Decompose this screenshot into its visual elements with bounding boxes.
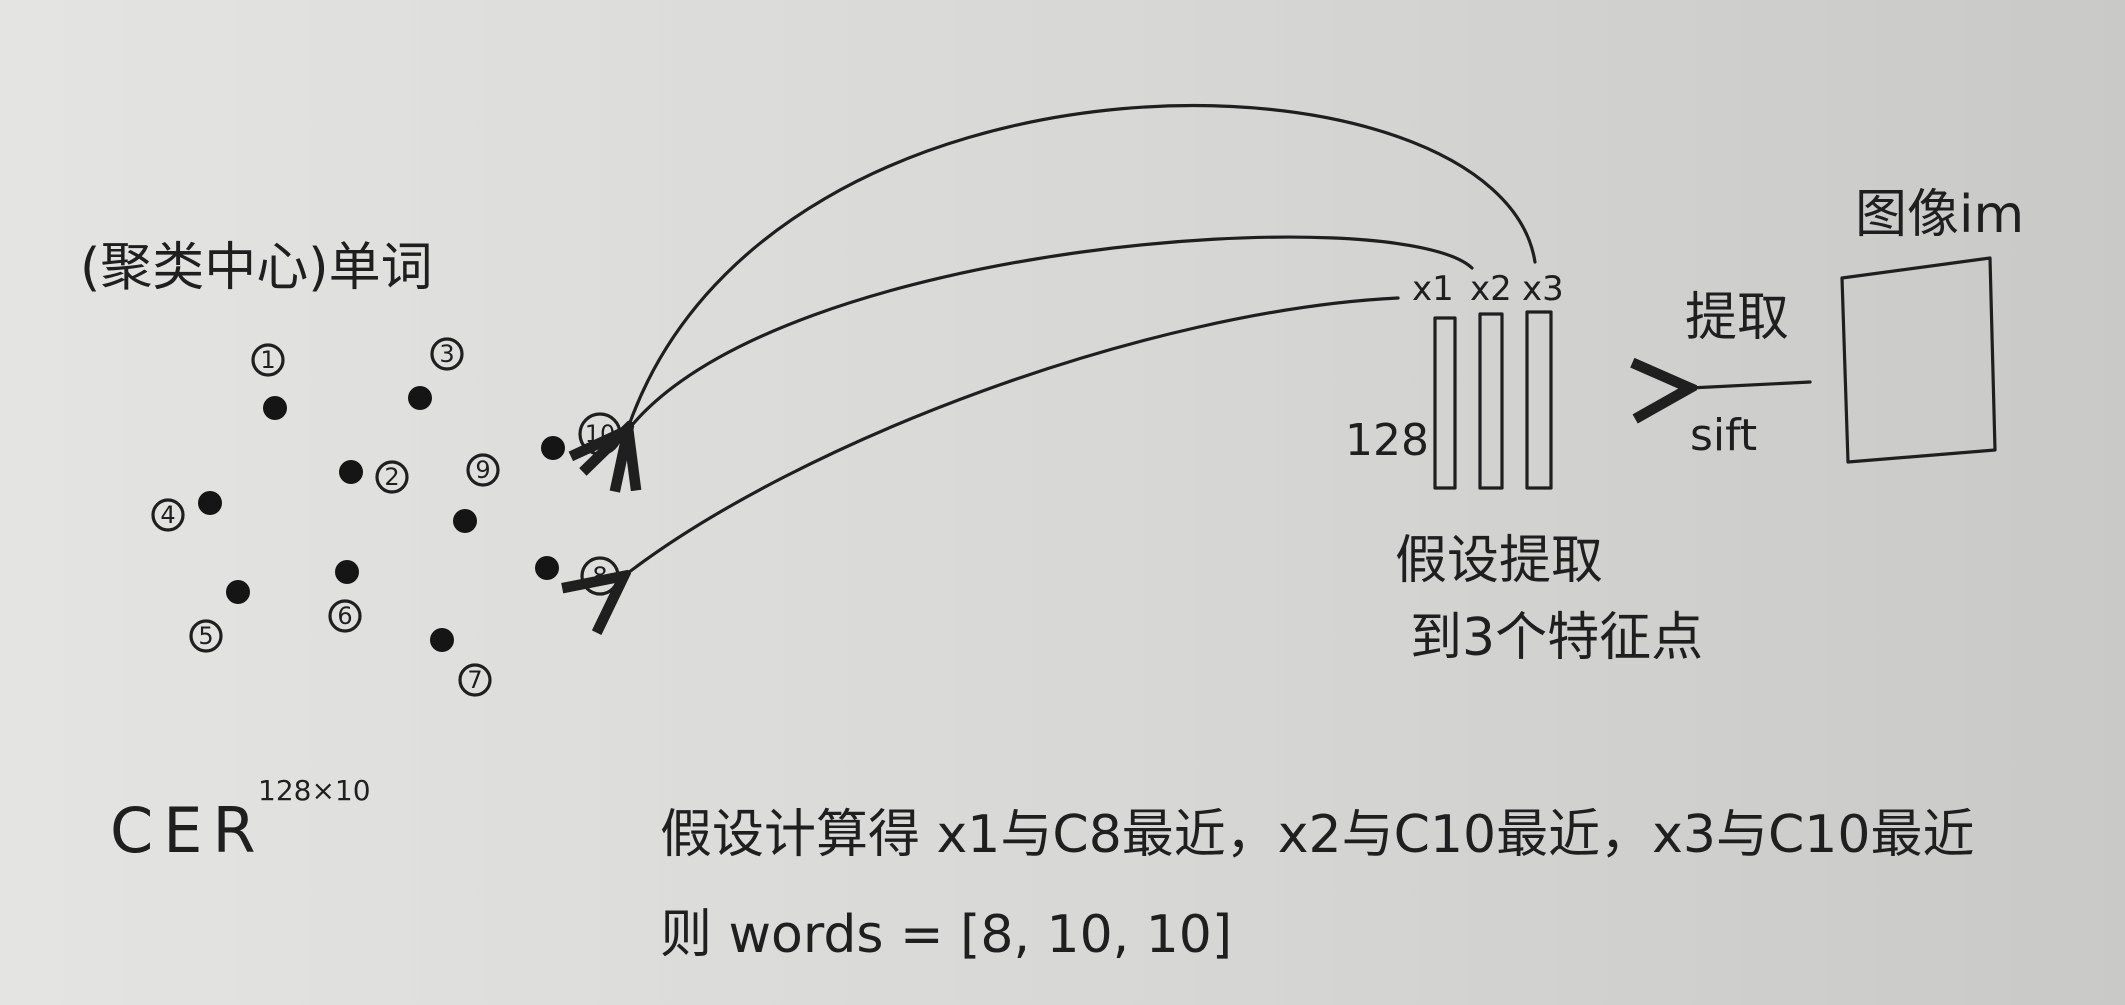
arrow-x2-to-c10 bbox=[628, 235, 1474, 430]
arrow-x1-to-c8 bbox=[624, 296, 1400, 576]
centroid-1: 1 bbox=[251, 343, 287, 420]
centroid-9-label: 9 bbox=[475, 456, 490, 484]
feature-vector-x2 bbox=[1478, 312, 1504, 490]
feature-dimension-label: 128 bbox=[1345, 415, 1429, 466]
centroid-7-point bbox=[430, 628, 454, 652]
centroid-5-label-circle bbox=[189, 619, 223, 653]
image-box bbox=[1840, 256, 1997, 464]
centroid-4-point bbox=[198, 491, 222, 515]
centroid-6-point bbox=[335, 560, 359, 584]
cluster-centers-title: (聚类中心)单词 bbox=[80, 238, 433, 298]
centroid-10-point bbox=[541, 436, 565, 460]
centroid-8: 8 bbox=[535, 556, 620, 596]
centroid-2-point bbox=[339, 460, 363, 484]
centroid-3-label-circle bbox=[430, 337, 464, 371]
centroid-8-label: 8 bbox=[592, 562, 607, 590]
assignment-statement: 假设计算得 x1与C8最近，x2与C10最近，x3与C10最近 bbox=[660, 805, 1974, 865]
centroid-3: 3 bbox=[408, 337, 464, 410]
image-title: 图像im bbox=[1855, 185, 2024, 245]
centroid-9-point bbox=[453, 509, 477, 533]
centroid-1-point bbox=[263, 396, 287, 420]
centroid-6: 6 bbox=[328, 560, 362, 633]
centroid-2: 2 bbox=[339, 460, 409, 494]
centroid-2-label-circle bbox=[375, 460, 409, 494]
feature-vectors: x1 x2 x3 128 假设提取 到3个特征点 bbox=[1345, 269, 1703, 668]
centroid-4: 4 bbox=[151, 491, 222, 532]
centroid-9: 9 bbox=[453, 453, 500, 533]
features-caption-line1: 假设提取 bbox=[1395, 531, 1603, 591]
feature-vector-x1 bbox=[1433, 316, 1457, 490]
centroid-cluster: 1 2 3 4 5 6 7 bbox=[151, 337, 622, 697]
centroid-8-point bbox=[535, 556, 559, 580]
centroid-7: 7 bbox=[430, 628, 492, 697]
centroid-2-label: 2 bbox=[384, 463, 399, 491]
words-result: 则 words = [8, 10, 10] bbox=[660, 905, 1232, 965]
sift-label: sift bbox=[1690, 410, 1757, 461]
centroid-5: 5 bbox=[189, 580, 250, 653]
arrow-x3-to-c10 bbox=[628, 103, 1537, 428]
feature-label-x1: x1 bbox=[1412, 269, 1454, 309]
assignment-arrows bbox=[624, 103, 1537, 576]
centroid-5-point bbox=[226, 580, 250, 604]
features-caption-line2: 到3个特征点 bbox=[1410, 608, 1703, 668]
centroid-matrix-superscript: 128×10 bbox=[258, 774, 371, 807]
centroid-5-label: 5 bbox=[198, 622, 213, 650]
centroid-1-label: 1 bbox=[260, 346, 275, 374]
feature-label-x3: x3 bbox=[1522, 269, 1564, 309]
centroid-4-label: 4 bbox=[160, 501, 175, 529]
centroid-6-label-circle bbox=[328, 599, 362, 633]
extract-arrow bbox=[1690, 382, 1812, 388]
centroid-7-label: 7 bbox=[467, 666, 482, 694]
sift-extraction: 提取 sift bbox=[1685, 288, 1812, 461]
feature-vector-x3 bbox=[1525, 310, 1553, 490]
feature-label-x2: x2 bbox=[1470, 269, 1512, 309]
centroid-matrix-label: CER 128×10 bbox=[110, 774, 371, 867]
centroid-9-label-circle bbox=[466, 453, 500, 487]
centroid-4-label-circle bbox=[151, 498, 185, 532]
centroid-10-label: 10 bbox=[585, 420, 616, 448]
centroid-6-label: 6 bbox=[337, 602, 352, 630]
centroid-7-label-circle bbox=[458, 663, 492, 697]
centroid-3-point bbox=[408, 386, 432, 410]
centroid-matrix-name: CER bbox=[110, 794, 266, 867]
centroid-3-label: 3 bbox=[439, 340, 454, 368]
centroid-10: 10 bbox=[541, 412, 622, 460]
input-image: 图像im bbox=[1840, 185, 2024, 464]
centroid-1-label-circle bbox=[251, 343, 285, 377]
extract-label: 提取 bbox=[1685, 288, 1789, 348]
